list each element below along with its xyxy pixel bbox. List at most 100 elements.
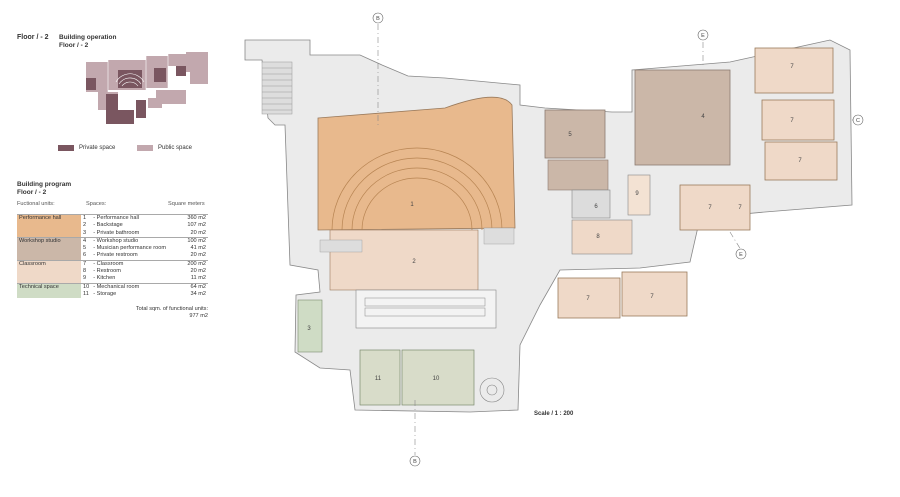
room-classroom-4 [679, 184, 751, 231]
room-performance-hall [317, 96, 516, 231]
scale-label: Scale / 1 : 200 [534, 411, 574, 417]
label-room-6: 6 [594, 204, 598, 210]
program-space-name: - Restroom [93, 268, 121, 275]
program-space-sqm: 20 m2 [190, 268, 206, 275]
legend-public: Public space [137, 145, 192, 151]
room-classroom-1 [754, 47, 834, 94]
section-mark-b-bottom: B [413, 459, 417, 465]
program-title: Building program [17, 181, 72, 188]
public-swatch [137, 145, 153, 151]
program-space-sqm: 34 m2 [190, 290, 206, 297]
room-backstage [329, 229, 479, 291]
label-room-7d: 7 [708, 205, 712, 211]
section-mark-c: C [856, 118, 860, 124]
label-room-11: 11 [375, 376, 382, 382]
program-space-sqm: 100 m2 [170, 236, 208, 246]
room-private-bathroom [297, 299, 323, 353]
program-row: 11 - Storage 34 m2 [17, 291, 208, 298]
program-space-number: 5 [83, 245, 87, 252]
col-spaces: Spaces: [86, 201, 107, 207]
legend-private: Private space [58, 145, 115, 151]
program-space-name: - Backstage [93, 222, 123, 229]
label-room-2: 2 [412, 259, 416, 265]
program-space-sqm: 20 m2 [190, 229, 206, 236]
label-room-7a: 7 [790, 64, 794, 70]
program-space-name: - Classroom [91, 259, 170, 269]
private-swatch [58, 145, 74, 151]
program-space-name: - Private bathroom [93, 229, 140, 236]
stair-left [261, 61, 293, 115]
label-room-8: 8 [596, 234, 600, 240]
program-space-sqm: 20 m2 [190, 252, 206, 259]
program-space-sqm: 200 m2 [170, 259, 208, 269]
label-room-5: 5 [568, 132, 572, 138]
operation-floor: Floor / - 2 [59, 42, 89, 49]
program-space-number: 1 [81, 214, 92, 223]
program-space-sqm: 11 m2 [190, 275, 206, 282]
program-space-number: 8 [83, 268, 87, 275]
floor-plan: B E C E B 1 2 3 4 5 6 7 7 7 7 7 7 7 8 9 … [244, 12, 864, 467]
operation-title: Building operation [59, 34, 117, 41]
public-label: Public space [158, 145, 193, 151]
label-room-3: 3 [307, 326, 311, 332]
room-classroom-5 [557, 277, 621, 319]
program-space-number: 7 [81, 259, 92, 269]
program-space-name: - Performance hall [91, 214, 170, 223]
program-space-name: - Musician performance room [93, 245, 166, 252]
label-room-1: 1 [410, 202, 414, 208]
program-row: 5 - Musician performance room 41 m2 [17, 245, 208, 252]
label-room-4: 4 [701, 114, 705, 120]
hall-tiers [331, 147, 503, 231]
col-sqm: Square meters [168, 201, 205, 207]
program-space-number: 11 [83, 290, 89, 297]
section-mark-e-top: E [701, 33, 705, 39]
private-label: Private space [79, 145, 116, 151]
program-space-number: 4 [81, 236, 92, 246]
floor-label: Floor / - 2 [17, 34, 49, 41]
program-space-sqm: 41 m2 [190, 245, 206, 252]
program-space-name: - Mechanical room [91, 282, 170, 291]
program-unit: Technical space [17, 282, 81, 299]
program-row: 8 - Restroom 20 m2 [17, 268, 208, 275]
program-space-name: - Workshop studio [91, 236, 170, 246]
section-mark-e-bottom: E [739, 252, 743, 258]
total-label: Total sqm. of functional units: [135, 306, 208, 312]
spiral-stair [479, 377, 505, 403]
col-units: Fuctional units: [17, 201, 55, 207]
total-value: 977 m2 [189, 313, 208, 319]
room-kitchen [627, 174, 651, 216]
room-storage [359, 349, 401, 406]
program-space-name: - Private restroom [93, 252, 138, 259]
program-floor: Floor / - 2 [17, 189, 47, 196]
label-room-7e: 7 [586, 296, 590, 302]
program-unit: Workshop studio [17, 236, 81, 261]
program-space-sqm: 64 m2 [170, 282, 208, 291]
room-classroom-3 [764, 141, 838, 181]
program-space-sqm: 360 m2 [170, 214, 208, 223]
label-room-7b: 7 [790, 118, 794, 124]
label-room-7f: 7 [650, 294, 654, 300]
program-space-number: 6 [83, 252, 87, 259]
program-space-number: 3 [83, 229, 87, 236]
ramp [355, 289, 497, 329]
label-room-10: 10 [433, 376, 440, 382]
program-space-name: - Storage [93, 290, 117, 297]
program-space-number: 9 [83, 275, 87, 282]
program-unit: Performance hall [17, 214, 81, 238]
room-classroom-6 [621, 271, 688, 317]
room-musician [544, 109, 606, 159]
program-space-sqm: 107 m2 [187, 222, 206, 229]
program-space-number: 10 [81, 282, 92, 291]
room-restroom [571, 219, 633, 255]
program-row: 6 - Private restroom 20 m2 [17, 252, 208, 260]
label-room-9: 9 [635, 191, 639, 197]
room-classroom-2 [761, 99, 835, 141]
room-private-restroom [571, 189, 611, 219]
